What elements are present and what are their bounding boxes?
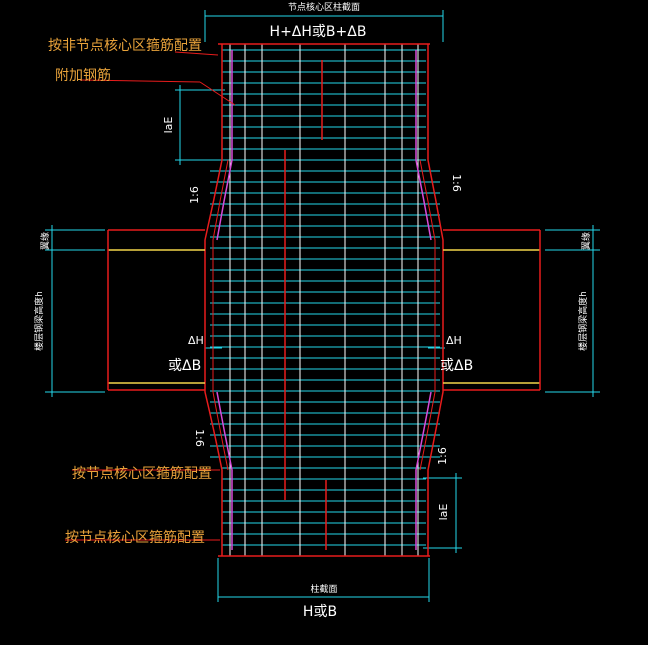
leader-extra-rebar [79, 79, 201, 83]
column-outline-left [204, 44, 223, 556]
label-bottom-dim: H或B [303, 604, 337, 620]
label-top-title: 节点核心区柱截面 [288, 1, 360, 13]
label-non-core-stirrup: 按非节点核心区箍筋配置 [48, 37, 202, 54]
label-lae-right: laE [437, 504, 450, 521]
label-slope-lr: 1:6 [436, 447, 449, 465]
inner-right [419, 159, 436, 471]
label-lae-left: laE [162, 117, 175, 134]
inner-left [212, 159, 229, 471]
label-beam-height-left: 楼层钢梁高度h [33, 291, 45, 351]
leader-extra-rebar-tail [199, 81, 236, 106]
label-db-right: 或ΔB [440, 358, 473, 374]
extra-bar-right-top [415, 50, 432, 241]
label-extra-rebar: 附加钢筋 [55, 67, 111, 84]
label-flange-right: 翼缘 [580, 232, 592, 250]
cyan-dimension-layer [45, 10, 600, 602]
label-flange-left: 翼缘 [39, 232, 51, 250]
leader-non-core [174, 51, 219, 56]
extra-bar-left-bottom [216, 391, 233, 550]
column-outline-right [427, 44, 444, 556]
label-beam-height-right: 楼层钢梁高度h [577, 291, 589, 351]
label-slope-ul: 1:6 [188, 186, 201, 204]
extra-bar-right-bottom [415, 391, 432, 550]
label-core-stirrup-1: 按节点核心区箍筋配置 [72, 465, 212, 482]
label-bottom-title: 柱截面 [310, 583, 337, 595]
label-db-left: 或ΔB [168, 358, 201, 374]
label-slope-ll: 1:6 [193, 429, 206, 447]
label-dh-left: ΔH [188, 334, 204, 347]
label-core-stirrup-2: 按节点核心区箍筋配置 [65, 529, 205, 546]
label-top-dim: H+ΔH或B+ΔB [270, 24, 367, 40]
label-slope-ur: 1:6 [450, 174, 463, 192]
column-structure-layer [65, 43, 541, 557]
label-dh-right: ΔH [446, 334, 462, 347]
extra-bar-left-top [216, 50, 233, 241]
